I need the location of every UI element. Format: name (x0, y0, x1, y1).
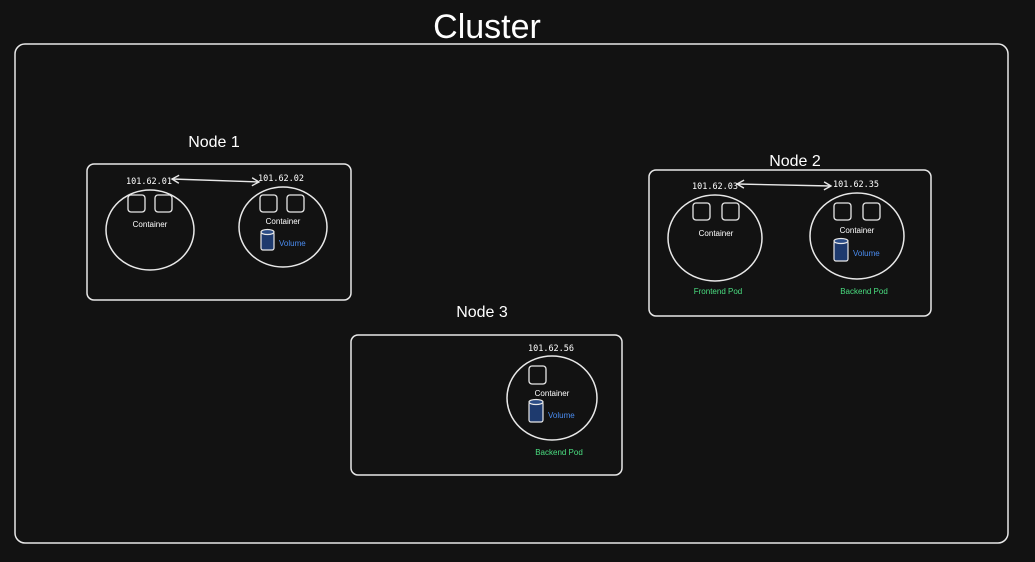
volume-icon (260, 228, 275, 251)
pod-ip: 101.62.03 (692, 182, 738, 192)
volume-label: Volume (279, 239, 306, 248)
container-box (528, 365, 547, 385)
container-box (154, 194, 173, 213)
backend-pod: Container Volume Backend Pod (506, 355, 598, 457)
node-1: Node 1 101.62.01 101.62.02 Container Con… (86, 134, 352, 301)
container-label: Container (133, 220, 168, 229)
container-box (721, 202, 740, 221)
container-label: Container (840, 226, 875, 235)
pod: Container (105, 189, 195, 271)
pod-circle (105, 189, 195, 271)
container-box (862, 202, 881, 221)
container-box (833, 202, 852, 221)
pod-ip: 101.62.02 (258, 174, 304, 184)
node-label: Node 2 (769, 153, 821, 170)
pod-circle (667, 194, 763, 282)
frontend-pod: Container Frontend Pod (667, 194, 763, 296)
container-box (286, 194, 305, 213)
pod-label: Frontend Pod (694, 287, 742, 296)
pod-circle (809, 192, 905, 280)
pod-label: Backend Pod (840, 287, 888, 296)
container-label: Container (699, 229, 734, 238)
pod-circle (506, 355, 598, 441)
cluster-title: Cluster (433, 8, 541, 46)
pod-ip: 101.62.01 (126, 177, 172, 187)
container-box (692, 202, 711, 221)
node-box (648, 169, 932, 317)
volume-icon (833, 237, 849, 262)
pod-ip: 101.62.35 (833, 180, 879, 190)
container-box (259, 194, 278, 213)
node-3: Node 3 101.62.56 Container Volume Backen… (350, 304, 623, 476)
container-box (127, 194, 146, 213)
container-label: Container (535, 389, 570, 398)
volume-label: Volume (548, 411, 575, 420)
node-2: Node 2 101.62.03 101.62.35 Container Fro… (648, 153, 932, 317)
container-label: Container (266, 217, 301, 226)
pod-circle (238, 186, 328, 268)
pod-ip: 101.62.56 (528, 344, 574, 354)
pod-connection-arrow (170, 174, 261, 187)
pod-label: Backend Pod (535, 448, 583, 457)
node-box (350, 334, 623, 476)
node-label: Node 1 (188, 134, 240, 151)
pod: Container Volume (238, 186, 328, 268)
volume-label: Volume (853, 249, 880, 258)
node-box (86, 163, 352, 301)
backend-pod: Container Volume Backend Pod (809, 192, 905, 296)
volume-icon (528, 398, 544, 423)
node-label: Node 3 (456, 304, 508, 321)
cluster-box (14, 43, 1009, 544)
pod-connection-arrow (735, 179, 833, 191)
